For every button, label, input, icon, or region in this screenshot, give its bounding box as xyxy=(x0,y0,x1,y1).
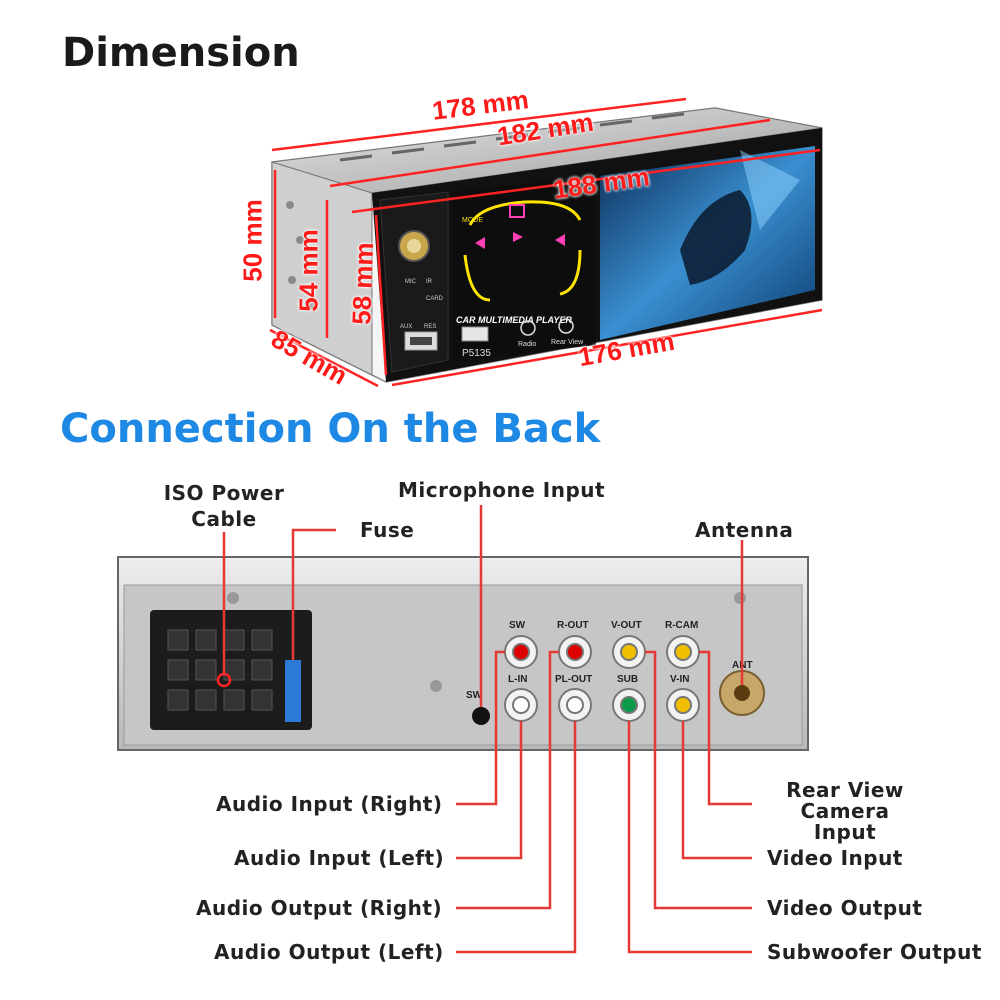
svg-text:Radio: Radio xyxy=(518,341,536,348)
svg-text:V-OUT: V-OUT xyxy=(611,620,642,631)
iso-connector xyxy=(150,610,312,730)
svg-text:IR: IR xyxy=(426,279,433,285)
label-iso-power-cable: ISO Power Cable xyxy=(163,481,285,531)
svg-text:SUB: SUB xyxy=(617,674,638,685)
svg-text:MIC: MIC xyxy=(405,279,417,285)
label-fuse: Fuse xyxy=(360,518,415,542)
device-dimension-illustration: MIC IR CARD AUX RES MODE CAR MULTIMEDIA … xyxy=(269,97,823,388)
svg-text:L-IN: L-IN xyxy=(508,674,527,685)
svg-text:AUX: AUX xyxy=(400,324,412,330)
front-panel: MIC IR CARD AUX RES MODE CAR MULTIMEDIA … xyxy=(372,128,822,382)
svg-text:Rear View: Rear View xyxy=(551,339,584,346)
svg-text:RES: RES xyxy=(424,324,436,330)
svg-text:MODE: MODE xyxy=(462,217,483,224)
svg-text:SW: SW xyxy=(466,690,483,701)
leader-lines xyxy=(222,505,752,954)
usb-icon xyxy=(461,326,489,342)
label-audio-input-left: Audio Input (Left) xyxy=(234,846,445,870)
label-audio-output-right: Audio Output (Right) xyxy=(196,896,443,920)
label-rear-view-camera-input: Rear View Camera Input xyxy=(786,778,904,844)
rear-view-camera-icon xyxy=(558,318,574,334)
svg-text:CARD: CARD xyxy=(426,296,444,302)
svg-text:CAR MULTIMEDIA PLAYER: CAR MULTIMEDIA PLAYER xyxy=(456,315,572,325)
label-audio-input-right: Audio Input (Right) xyxy=(216,792,443,816)
dimension-front-height: 58 mm xyxy=(346,241,380,326)
dimension-side-outer: 50 mm xyxy=(237,199,268,282)
dimension-lines xyxy=(269,97,823,388)
back-panel-illustration: SW SW R-OUT V-OUT R-CAM L-IN PL-OUT SUB … xyxy=(117,505,809,954)
svg-text:R-OUT: R-OUT xyxy=(557,620,589,631)
microphone-jack-icon xyxy=(472,707,490,725)
label-subwoofer-output: Subwoofer Output xyxy=(767,940,982,964)
svg-text:P5135: P5135 xyxy=(462,348,491,359)
label-antenna: Antenna xyxy=(695,518,794,542)
label-microphone-input: Microphone Input xyxy=(398,478,606,502)
label-video-output: Video Output xyxy=(767,896,923,920)
dimension-side-mid: 54 mm xyxy=(293,229,324,312)
dimension-heading: Dimension xyxy=(62,30,300,76)
svg-text:R-CAM: R-CAM xyxy=(665,620,698,631)
svg-text:PL-OUT: PL-OUT xyxy=(555,674,592,685)
label-audio-output-left: Audio Output (Left) xyxy=(214,940,444,964)
radio-icon xyxy=(520,320,536,336)
label-video-input: Video Input xyxy=(767,846,903,870)
connection-heading: Connection On the Back xyxy=(60,406,601,452)
svg-text:V-IN: V-IN xyxy=(670,674,689,685)
fuse-icon xyxy=(285,660,301,722)
svg-text:SW: SW xyxy=(509,620,526,631)
